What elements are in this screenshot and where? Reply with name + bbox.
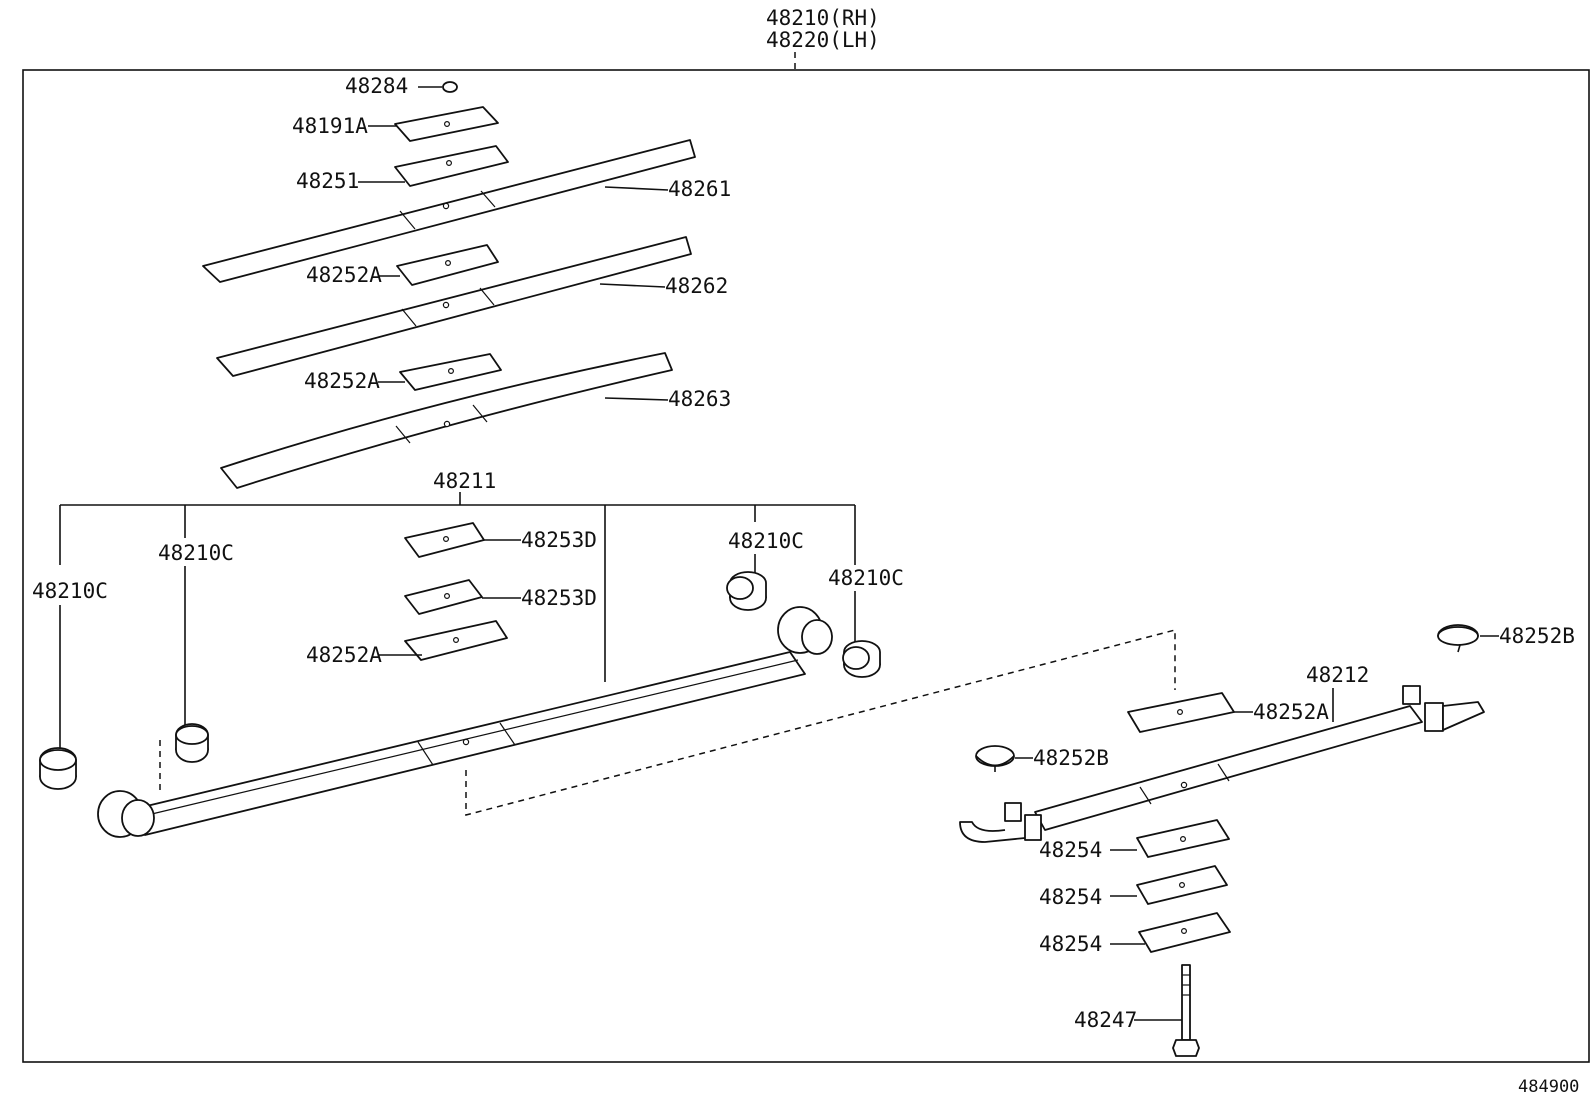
- bracket-48211: [59, 492, 856, 682]
- leaf-48261[interactable]: [202, 139, 696, 283]
- header-lh-label[interactable]: 48220(LH): [766, 28, 880, 52]
- label-48262[interactable]: 48262: [665, 274, 728, 298]
- cap-48252B-1[interactable]: [1437, 624, 1499, 653]
- label-48252A-3[interactable]: 48252A: [306, 643, 382, 667]
- label-48254-3[interactable]: 48254: [1039, 932, 1102, 956]
- shim-48253D-1[interactable]: [404, 522, 521, 558]
- label-48284[interactable]: 48284: [345, 74, 408, 98]
- assembly-frame: [22, 69, 1590, 1063]
- nut-48284[interactable]: [418, 81, 458, 93]
- label-48252B-2[interactable]: 48252B: [1033, 746, 1109, 770]
- label-48212[interactable]: 48212: [1306, 663, 1369, 687]
- pad-48251[interactable]: [358, 145, 509, 187]
- label-48210C-1[interactable]: 48210C: [32, 579, 108, 603]
- leaf-48263[interactable]: [220, 352, 673, 489]
- label-48191A[interactable]: 48191A: [292, 114, 368, 138]
- pad-48252A-4[interactable]: [1127, 692, 1253, 733]
- plate-48254-3[interactable]: [1110, 912, 1231, 953]
- label-48263[interactable]: 48263: [668, 387, 731, 411]
- figure-code: 484900: [1518, 1077, 1579, 1097]
- pad-48252A-1[interactable]: [379, 244, 499, 286]
- shim-48253D-2[interactable]: [404, 579, 521, 615]
- leaf-48262[interactable]: [216, 236, 692, 377]
- label-48210C-4[interactable]: 48210C: [828, 566, 904, 590]
- label-48254-1[interactable]: 48254: [1039, 838, 1102, 862]
- overload-leaf-48212[interactable]: [959, 685, 1485, 843]
- label-48254-2[interactable]: 48254: [1039, 885, 1102, 909]
- plate-48254-1[interactable]: [1110, 819, 1230, 858]
- pad-48252A-2[interactable]: [378, 353, 502, 391]
- label-48252A-2[interactable]: 48252A: [304, 369, 380, 393]
- bushing-48210C-1[interactable]: [39, 747, 77, 790]
- main-leaf-48211[interactable]: [97, 606, 833, 838]
- label-48210C-3[interactable]: 48210C: [728, 529, 804, 553]
- label-48252A-4[interactable]: 48252A: [1253, 700, 1329, 724]
- plate-48191A[interactable]: [368, 106, 499, 142]
- bushing-48210C-2[interactable]: [175, 723, 209, 763]
- label-48261[interactable]: 48261: [668, 177, 731, 201]
- connector-dash: [465, 629, 1176, 816]
- bushing-48210C-4[interactable]: [842, 640, 881, 678]
- plate-48254-2[interactable]: [1110, 865, 1228, 905]
- pad-48252A-3[interactable]: [378, 620, 508, 661]
- label-48211[interactable]: 48211: [433, 469, 496, 493]
- bushing-48210C-3[interactable]: [726, 571, 767, 611]
- label-48253D-2[interactable]: 48253D: [521, 586, 597, 610]
- label-48253D-1[interactable]: 48253D: [521, 528, 597, 552]
- label-48210C-2[interactable]: 48210C: [158, 541, 234, 565]
- cap-48252B-2[interactable]: [975, 745, 1033, 772]
- header-rh-label[interactable]: 48210(RH): [766, 6, 880, 30]
- bolt-48247[interactable]: [1134, 964, 1200, 1057]
- label-48252B-1[interactable]: 48252B: [1499, 624, 1575, 648]
- label-48252A-1[interactable]: 48252A: [306, 263, 382, 287]
- label-48251[interactable]: 48251: [296, 169, 359, 193]
- label-48247[interactable]: 48247: [1074, 1008, 1137, 1032]
